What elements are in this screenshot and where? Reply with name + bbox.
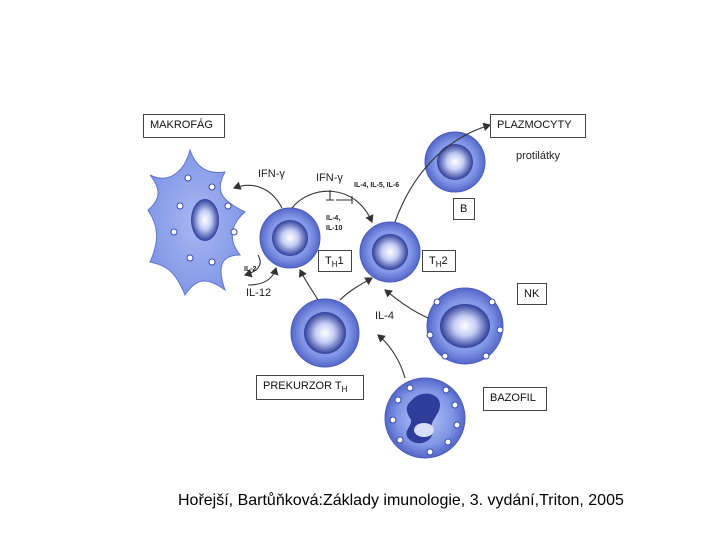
macrophage-cell <box>147 148 246 297</box>
prekurzor-label-sub: H <box>341 385 348 394</box>
arrow-il2 <box>243 254 261 278</box>
il2-label: IL-2 <box>244 266 257 273</box>
th2-label-main: T <box>429 255 436 267</box>
prekurzor-label-main: PREKURZOR T <box>263 380 342 392</box>
bazofil-label: BAZOFIL <box>490 392 536 404</box>
il12-label: IL-12 <box>246 287 272 299</box>
th1-label-main: T <box>325 255 332 267</box>
protilatky-label: protilátky <box>516 150 561 162</box>
arrow-precursor-to-th2 <box>339 277 373 301</box>
inhibit-line <box>326 190 334 201</box>
ifn-gamma-mid-label: IFN-γ <box>316 172 343 184</box>
basophil-cell <box>384 377 466 459</box>
arrow-th1-to-th2 <box>291 190 374 224</box>
b-label: B <box>460 203 468 215</box>
th2-label-num: 2 <box>441 255 448 267</box>
il456-label: IL-4, IL-5, IL-6 <box>354 182 400 189</box>
arrow-precursor-to-th1 <box>299 269 319 301</box>
arrow-basophil-il4 <box>377 334 406 379</box>
inhibit-line-2 <box>336 196 353 204</box>
plazmocyty-box: PLAZMOCYTY <box>490 114 586 138</box>
makrofag-box: MAKROFÁG <box>143 114 225 138</box>
th1-label-num: 1 <box>337 255 344 267</box>
arrows <box>232 122 492 379</box>
makrofag-label: MAKROFÁG <box>150 119 213 131</box>
th1-label-sub: H <box>331 260 338 269</box>
b-box: B <box>453 198 475 220</box>
nk-label: NK <box>524 288 540 300</box>
bazofil-box: BAZOFIL <box>483 387 547 411</box>
th1-box: TH1 <box>318 250 352 272</box>
th2-label-sub: H <box>435 260 442 269</box>
ifn-gamma-left-label: IFN-γ <box>258 168 285 180</box>
arrow-nk-il4 <box>384 289 429 319</box>
prekurzor-box: PREKURZOR TH <box>256 375 364 400</box>
th2-cell <box>359 221 421 283</box>
arrow-th2-to-plasma <box>394 122 492 223</box>
il4-il10-label-b: IL-10 <box>326 225 343 232</box>
plazmocyty-label: PLAZMOCYTY <box>497 119 572 131</box>
th2-box: TH2 <box>422 250 456 272</box>
il4-il10-label-a: IL-4, <box>326 215 341 222</box>
precursor-th-cell <box>290 298 360 368</box>
th1-cell <box>259 207 321 269</box>
arrow-il12-to-th1 <box>247 266 279 286</box>
nk-cell <box>426 287 504 365</box>
nk-box: NK <box>517 283 547 305</box>
arrow-th1-to-macrophage <box>232 181 283 209</box>
il4-label: IL-4 <box>375 310 394 322</box>
citation-caption: Hořejší, Bartůňková:Základy imunologie, … <box>178 492 624 509</box>
plasma-cell <box>424 131 486 193</box>
